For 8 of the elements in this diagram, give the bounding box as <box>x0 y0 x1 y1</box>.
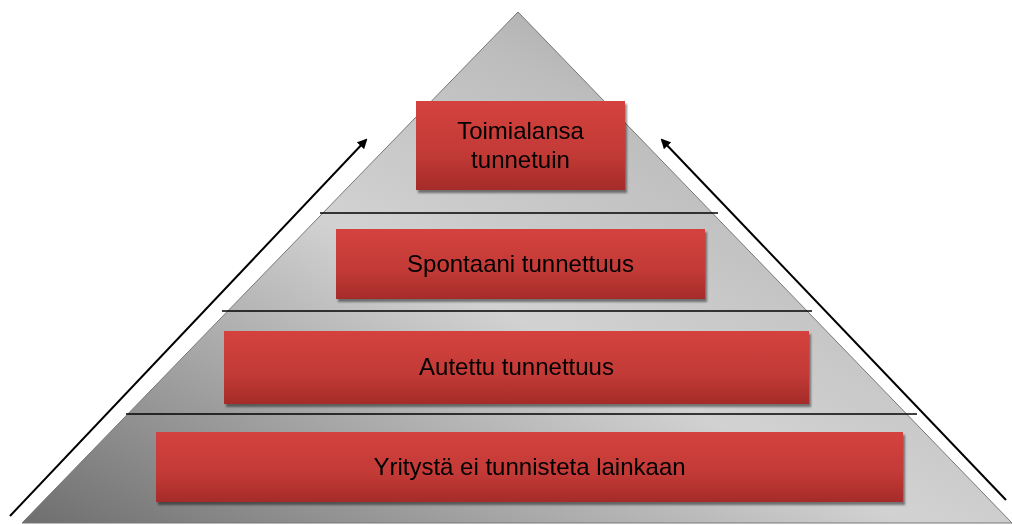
level-box <box>336 229 705 299</box>
level-box <box>224 331 809 404</box>
level-label: Autettu tunnettuus <box>419 353 614 382</box>
level-label: Spontaani tunnettuus <box>407 249 634 279</box>
level-box <box>416 101 625 190</box>
level-box <box>156 432 903 502</box>
level-label: Toimialansa tunnetuin <box>456 116 585 175</box>
level-label: Yritystä ei tunnisteta lainkaan <box>373 452 686 482</box>
